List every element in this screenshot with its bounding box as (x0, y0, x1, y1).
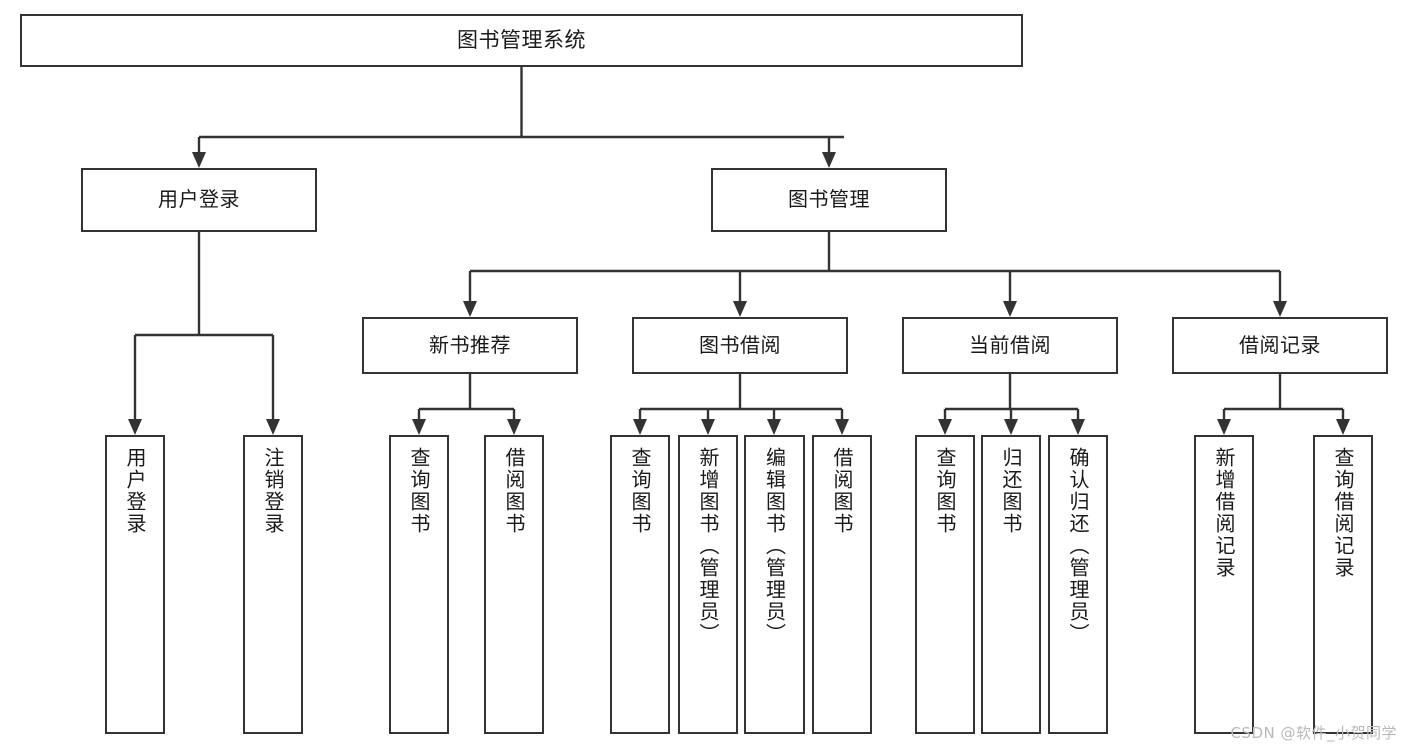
node-new-book-recommend[interactable]: 新书推荐 (362, 317, 578, 374)
leaf-borrow-book-2[interactable]: 借阅图书 (812, 435, 872, 734)
leaf-confirm-return-label: 确认归还（管理员） (1066, 447, 1090, 645)
leaf-logout-label: 注销登录 (261, 447, 285, 535)
node-current-borrow[interactable]: 当前借阅 (902, 317, 1118, 374)
edge-userlogin-to-leaves (128, 232, 280, 435)
leaf-return-book-label: 归还图书 (999, 447, 1023, 535)
node-book-management-label: 图书管理 (788, 187, 870, 212)
leaf-add-record-label: 新增借阅记录 (1212, 447, 1236, 579)
node-book-borrow-label: 图书借阅 (699, 332, 781, 357)
leaf-borrow-book-1[interactable]: 借阅图书 (484, 435, 544, 734)
leaf-return-book[interactable]: 归还图书 (981, 435, 1041, 734)
leaf-query-book-3-label: 查询图书 (933, 447, 957, 535)
node-book-management[interactable]: 图书管理 (711, 168, 947, 232)
leaf-confirm-return[interactable]: 确认归还（管理员） (1048, 435, 1108, 734)
edge-bookborrow-to-leaves (633, 374, 849, 435)
edge-newbook-to-leaves (412, 374, 521, 435)
leaf-query-record[interactable]: 查询借阅记录 (1313, 435, 1373, 734)
leaf-logout[interactable]: 注销登录 (243, 435, 303, 734)
watermark: CSDN @软件_小贺同学 (1230, 724, 1397, 742)
leaf-edit-book[interactable]: 编辑图书（管理员） (744, 435, 805, 734)
edge-root-to-level1 (192, 67, 844, 168)
edge-currentborrow-to-leaves (938, 374, 1085, 435)
node-current-borrow-label: 当前借阅 (969, 332, 1051, 357)
node-user-login-label: 用户登录 (158, 187, 240, 212)
leaf-add-book-label: 新增图书（管理员） (696, 447, 720, 645)
node-root-label: 图书管理系统 (457, 28, 586, 53)
leaf-query-book-1[interactable]: 查询图书 (389, 435, 449, 734)
leaf-query-record-label: 查询借阅记录 (1331, 447, 1355, 579)
leaf-add-record[interactable]: 新增借阅记录 (1194, 435, 1254, 734)
leaf-query-book-2[interactable]: 查询图书 (610, 435, 670, 734)
node-borrow-record-label: 借阅记录 (1239, 332, 1321, 357)
leaf-query-book-3[interactable]: 查询图书 (915, 435, 975, 734)
leaf-user-login-label: 用户登录 (123, 447, 147, 535)
leaf-query-book-2-label: 查询图书 (628, 447, 652, 535)
node-new-book-recommend-label: 新书推荐 (429, 332, 511, 357)
leaf-query-book-1-label: 查询图书 (407, 447, 431, 535)
node-borrow-record[interactable]: 借阅记录 (1172, 317, 1388, 374)
node-user-login[interactable]: 用户登录 (81, 168, 317, 232)
node-book-borrow[interactable]: 图书借阅 (632, 317, 848, 374)
leaf-edit-book-label: 编辑图书（管理员） (762, 447, 787, 645)
leaf-borrow-book-2-label: 借阅图书 (830, 447, 854, 535)
edge-borrowrecord-to-leaves (1217, 374, 1350, 435)
edge-bookmgmt-to-level2 (463, 232, 1287, 317)
node-root[interactable]: 图书管理系统 (20, 14, 1023, 67)
leaf-add-book[interactable]: 新增图书（管理员） (678, 435, 738, 734)
leaf-user-login[interactable]: 用户登录 (105, 435, 165, 734)
leaf-borrow-book-1-label: 借阅图书 (502, 447, 526, 535)
